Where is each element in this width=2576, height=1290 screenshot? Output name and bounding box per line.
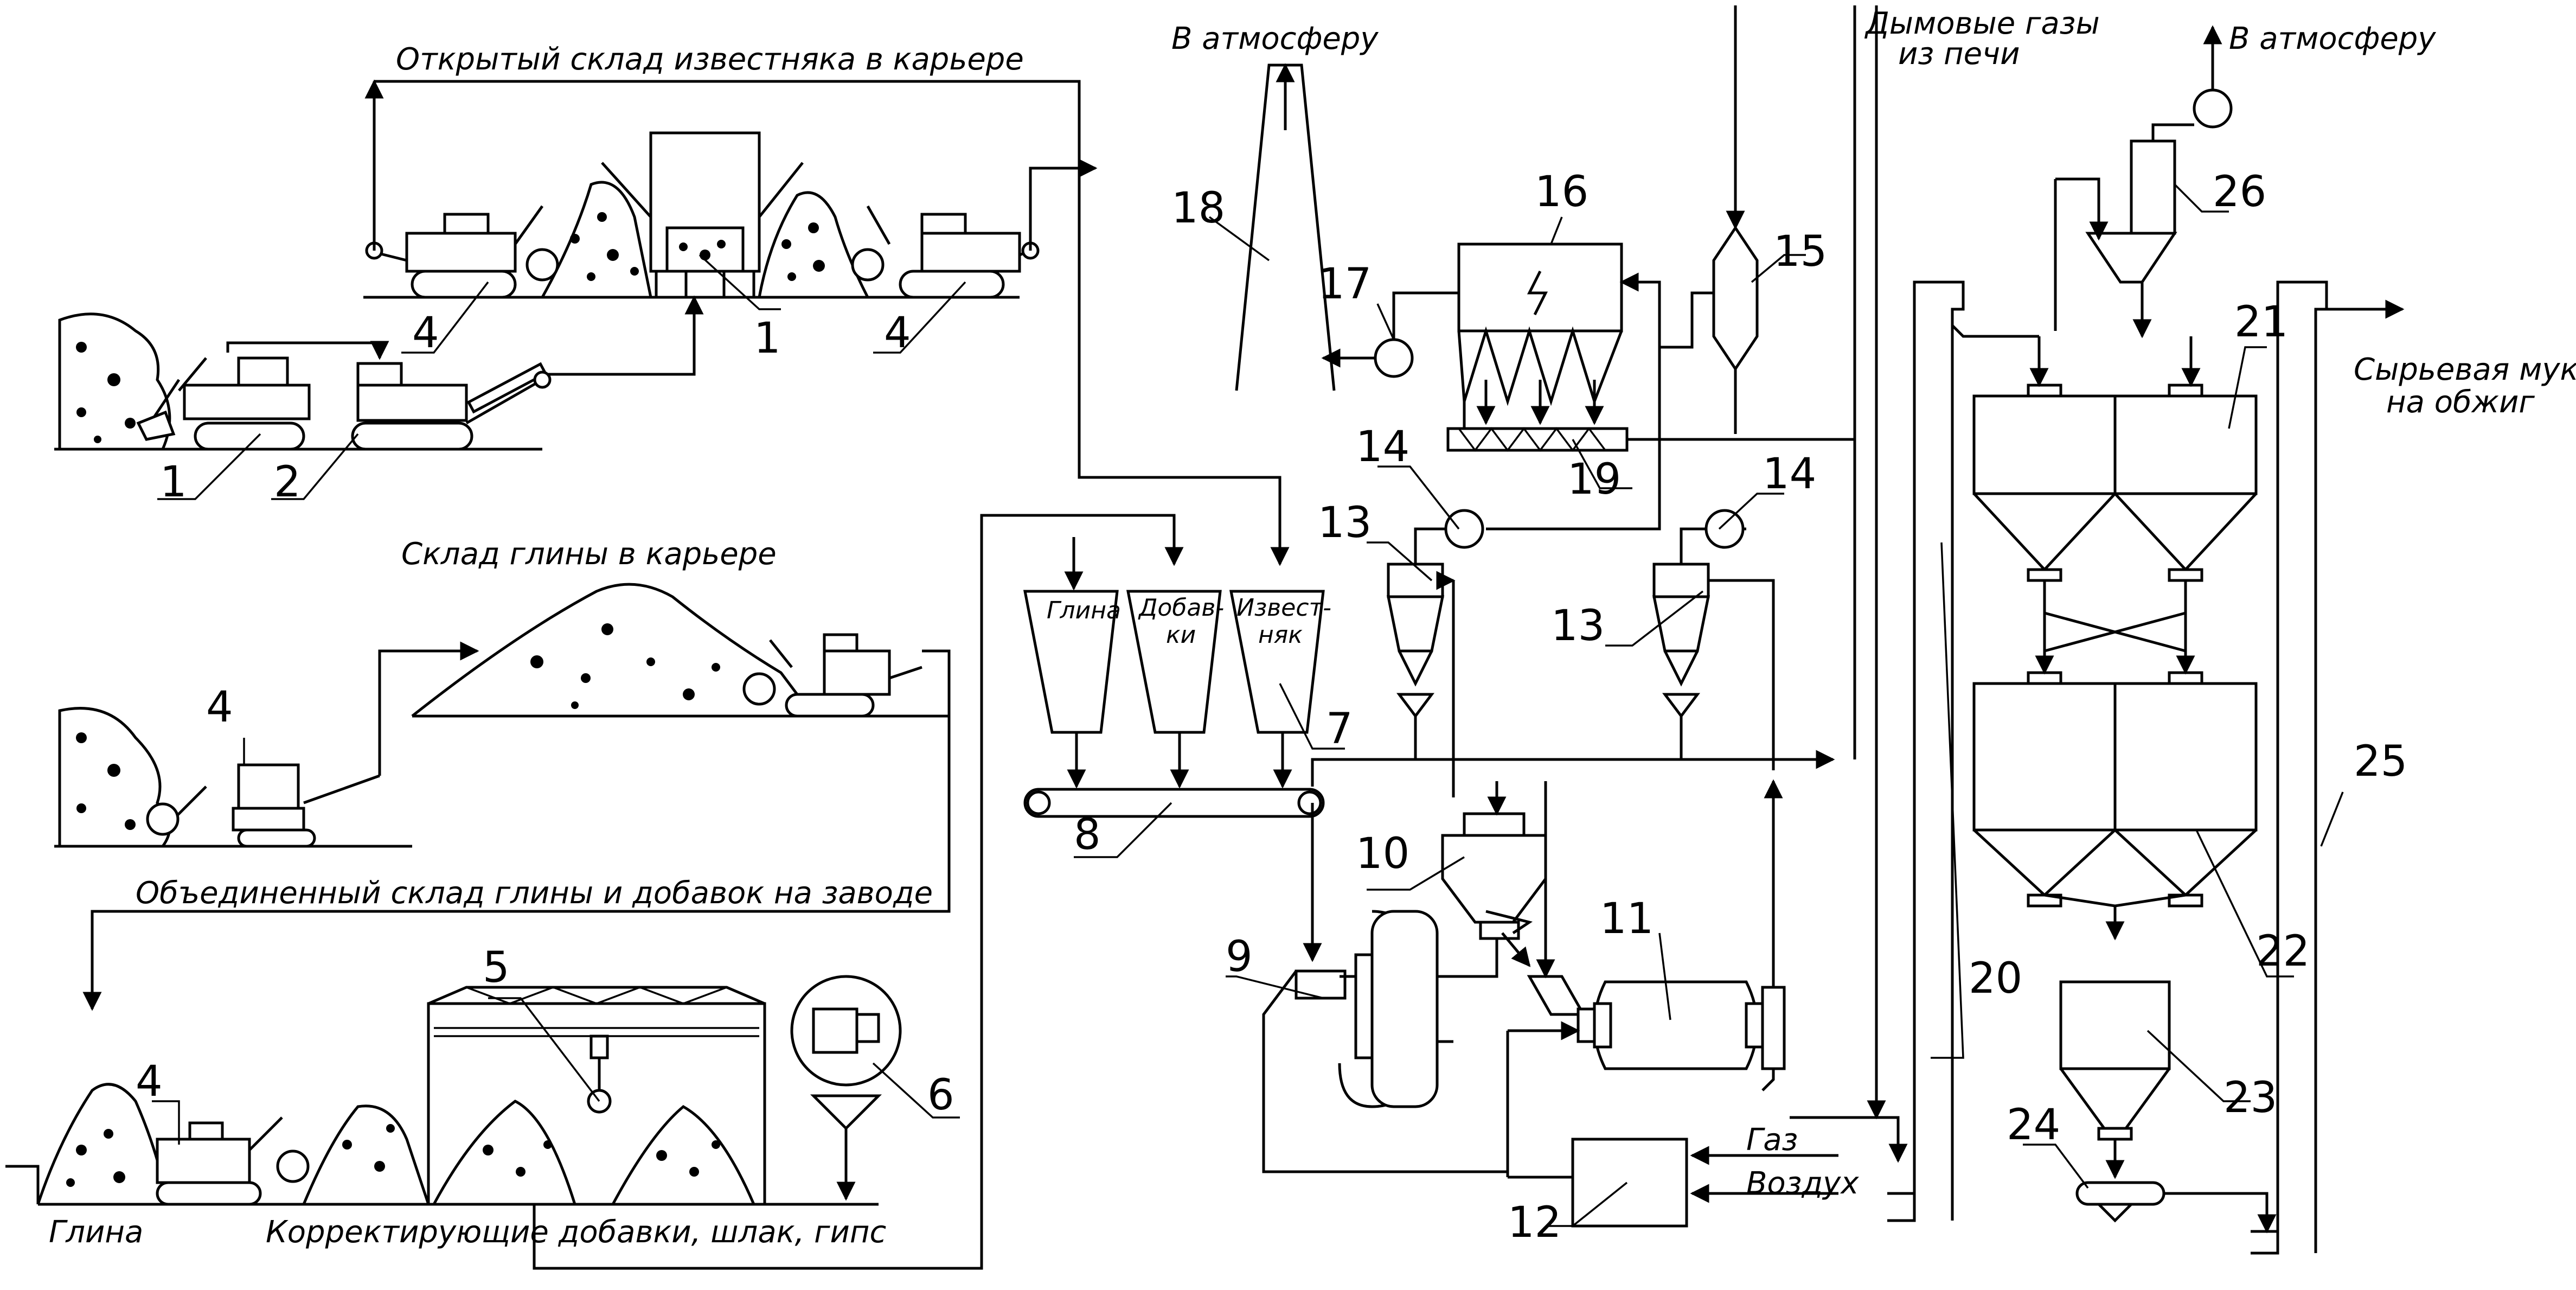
callout-leaders xyxy=(152,183,2344,1227)
hopper-label-additives-1: Добав- xyxy=(1138,594,1224,622)
number-5: 5 xyxy=(483,943,510,992)
number-4-clay: 4 xyxy=(206,683,233,732)
number-14-right: 14 xyxy=(1763,450,1816,499)
number-7: 7 xyxy=(1326,705,1353,753)
label-flue-gases-line1: Дымовые газы xyxy=(1864,6,2100,41)
hopper-label-clay: Глина xyxy=(1047,597,1121,624)
label-to-atmosphere-right: В атмосферу xyxy=(2229,21,2436,56)
limestone-piles xyxy=(541,162,869,298)
label-to-atmosphere-left: В атмосферу xyxy=(1171,21,1379,56)
stack-18 xyxy=(1235,63,1336,391)
loader-4-top-left xyxy=(365,205,559,299)
belt-conveyor-8 xyxy=(1023,788,1325,962)
mobile-crusher-2 xyxy=(351,362,552,451)
number-21: 21 xyxy=(2234,298,2288,347)
ball-mill-11 xyxy=(1506,779,1786,1177)
number-12: 12 xyxy=(1508,1198,1561,1247)
number-24: 24 xyxy=(2007,1101,2060,1149)
label-flue-gases-line2: из печи xyxy=(1898,36,2020,72)
dosing-hoppers-7 xyxy=(1023,537,1325,789)
number-16: 16 xyxy=(1535,168,1588,216)
number-13-right: 13 xyxy=(1551,602,1605,650)
number-4-top-right: 4 xyxy=(884,309,911,357)
conveyor-24 xyxy=(2075,1181,2277,1234)
label-open-limestone-store: Открытый склад известняка в карьере xyxy=(396,42,1024,77)
number-6: 6 xyxy=(927,1071,954,1120)
loader-4-top-right xyxy=(851,205,1040,299)
number-25: 25 xyxy=(2354,737,2407,786)
roller-mill-9 xyxy=(1262,910,1508,1173)
loader-4-plant xyxy=(156,1116,310,1206)
plant-store-section xyxy=(5,986,879,1206)
silos-21 xyxy=(1972,336,2258,582)
loader-4-clay-quarry xyxy=(146,763,380,848)
label-gas: Газ xyxy=(1746,1122,1798,1158)
number-10: 10 xyxy=(1356,829,1409,878)
number-4-top-left: 4 xyxy=(412,309,439,357)
label-corrective-additives: Корректирующие добавки, шлак, гипс xyxy=(266,1215,886,1250)
hopper-label-limestone-2: няк xyxy=(1258,621,1303,649)
elevator-25 xyxy=(2251,280,2405,1255)
number-17: 17 xyxy=(1318,260,1372,309)
number-13-left: 13 xyxy=(1318,499,1372,547)
hopper-label-additives-2: ки xyxy=(1166,621,1196,649)
number-26: 26 xyxy=(2213,168,2266,216)
cyclone-13-right xyxy=(1652,509,1775,770)
number-18: 18 xyxy=(1171,184,1225,233)
number-11: 11 xyxy=(1600,895,1654,943)
unloading-bin-6 xyxy=(790,975,902,1201)
number-8: 8 xyxy=(1074,810,1101,859)
loader-4-clay-pile xyxy=(742,633,922,718)
excavator-1 xyxy=(136,356,311,451)
feeder-bin-23 xyxy=(2059,980,2171,1179)
bag-filter-26 xyxy=(2054,25,2233,339)
conditioning-tower-15 xyxy=(1659,5,1759,434)
number-9: 9 xyxy=(1226,933,1253,981)
elevator-20 xyxy=(1887,280,2039,1222)
number-20: 20 xyxy=(1969,954,2022,1003)
silos-22 xyxy=(1972,580,2258,941)
number-1-top: 1 xyxy=(754,314,781,363)
number-22: 22 xyxy=(2256,927,2310,976)
electrostatic-precipitator-16 xyxy=(1457,242,1659,429)
label-raw-meal-line2: на обжиг xyxy=(2386,385,2535,420)
cyclone-13-left xyxy=(1386,509,1484,759)
number-19: 19 xyxy=(1567,455,1621,504)
screw-conveyor-19 xyxy=(1446,380,1629,452)
number-15: 15 xyxy=(1773,227,1827,276)
label-air: Воздух xyxy=(1746,1166,1859,1201)
number-2: 2 xyxy=(274,458,301,507)
number-23: 23 xyxy=(2223,1074,2277,1122)
label-combined-store-plant: Объединенный склад глины и добавок на за… xyxy=(136,876,933,911)
number-14-left: 14 xyxy=(1356,423,1409,471)
label-clay-store-quarry: Склад глины в карьере xyxy=(401,537,777,572)
separator-10 xyxy=(1441,797,1547,967)
crusher-building-1 xyxy=(649,131,761,299)
label-raw-meal-line1: Сырьевая мука xyxy=(2354,352,2576,387)
label-clay: Глина xyxy=(49,1215,143,1250)
number-1-bottom: 1 xyxy=(160,458,187,507)
number-4-plant: 4 xyxy=(136,1057,163,1106)
hopper-label-limestone-1: Извест- xyxy=(1236,594,1331,622)
